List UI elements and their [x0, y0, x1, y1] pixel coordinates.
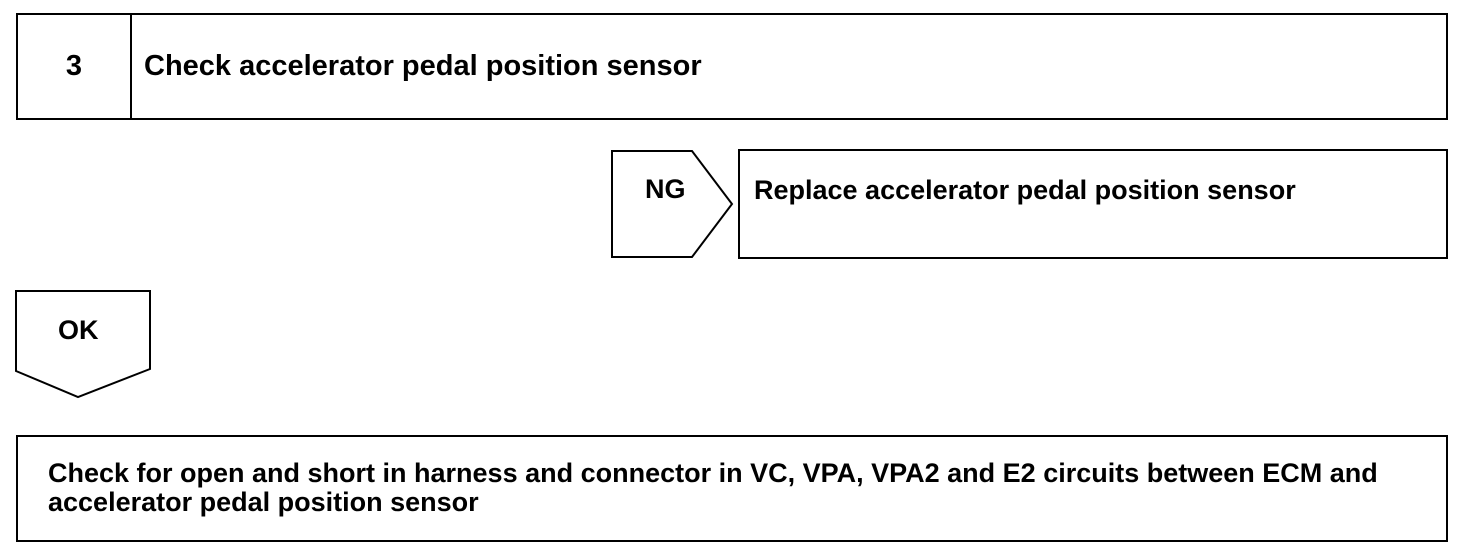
step-number: 3: [18, 15, 132, 118]
ng-arrow-shape: [611, 150, 734, 258]
ng-action-box: Replace accelerator pedal position senso…: [738, 149, 1448, 259]
ok-label: OK: [58, 315, 99, 345]
ok-action-box: Check for open and short in harness and …: [16, 435, 1448, 542]
ok-arrow-shape: [15, 290, 151, 399]
ng-action-text: Replace accelerator pedal position senso…: [754, 175, 1296, 205]
ng-label: NG: [645, 174, 686, 204]
ok-action-text: Check for open and short in harness and …: [48, 458, 1378, 517]
step-box: 3 Check accelerator pedal position senso…: [16, 13, 1448, 120]
step-title: Check accelerator pedal position sensor: [144, 50, 702, 82]
